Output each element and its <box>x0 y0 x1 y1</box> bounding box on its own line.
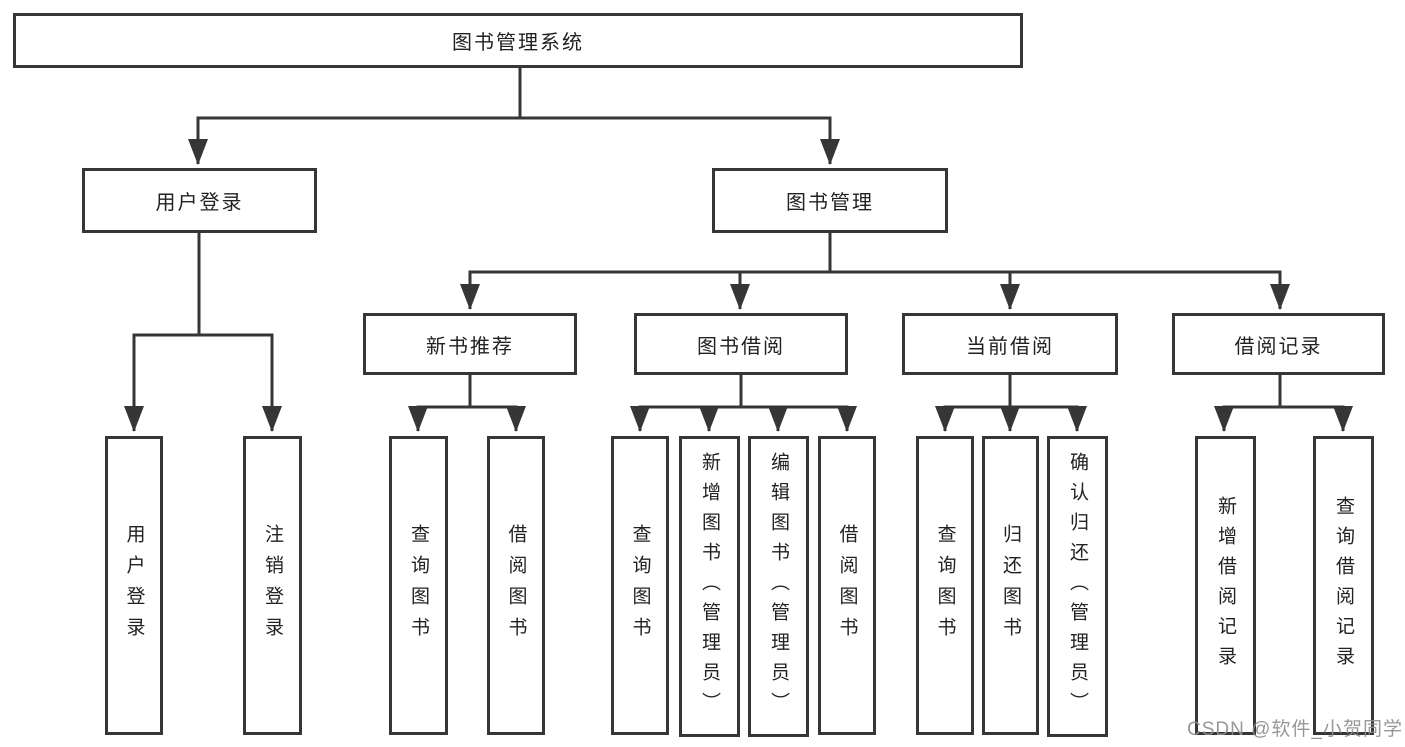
leaf-return-books-label: 归还图书 <box>1000 523 1021 648</box>
leaf-confirm-return-admin-label: 确认归还（管理员） <box>1067 451 1088 722</box>
leaf-user-login: 用户登录 <box>105 436 163 735</box>
leaf-add-borrow-record: 新增借阅记录 <box>1195 436 1256 735</box>
leaf-user-login-label: 用户登录 <box>123 523 145 648</box>
node-book-borrowing: 图书借阅 <box>634 313 848 375</box>
leaf-logout-login-label: 注销登录 <box>262 523 283 648</box>
leaf-borrow-books-borrowing-label: 借阅图书 <box>836 523 858 648</box>
leaf-query-books-borrowing-label: 查询图书 <box>629 523 651 648</box>
leaf-query-books-current-label: 查询图书 <box>934 523 956 648</box>
leaf-edit-book-admin: 编辑图书（管理员） <box>748 436 809 737</box>
leaf-add-borrow-record-label: 新增借阅记录 <box>1215 495 1236 676</box>
node-book-management-label: 图书管理 <box>786 192 874 214</box>
node-book-borrowing-label: 图书借阅 <box>697 335 785 358</box>
node-library-management-system: 图书管理系统 <box>13 13 1023 68</box>
leaf-query-books-recommend-label: 查询图书 <box>408 523 429 648</box>
leaf-query-books-current: 查询图书 <box>916 436 974 735</box>
connector-arrows <box>124 118 1353 432</box>
leaf-query-books-recommend: 查询图书 <box>389 436 448 735</box>
node-borrowing-records: 借阅记录 <box>1172 313 1385 375</box>
leaf-borrow-books-recommend-label: 借阅图书 <box>505 523 527 648</box>
node-new-book-recommendation-label: 新书推荐 <box>426 335 514 358</box>
leaf-query-borrow-record: 查询借阅记录 <box>1313 436 1374 735</box>
leaf-add-book-admin-label: 新增图书（管理员） <box>699 451 720 722</box>
leaf-add-book-admin: 新增图书（管理员） <box>679 436 740 737</box>
leaf-logout-login: 注销登录 <box>243 436 302 735</box>
node-new-book-recommendation: 新书推荐 <box>363 313 577 375</box>
leaf-edit-book-admin-label: 编辑图书（管理员） <box>768 451 789 722</box>
leaf-borrow-books-borrowing: 借阅图书 <box>818 436 876 735</box>
node-library-management-system-label: 图书管理系统 <box>452 32 584 54</box>
node-user-login-label: 用户登录 <box>155 192 244 214</box>
node-current-borrowing: 当前借阅 <box>902 313 1118 375</box>
leaf-query-borrow-record-label: 查询借阅记录 <box>1333 495 1354 676</box>
node-borrowing-records-label: 借阅记录 <box>1234 335 1323 358</box>
leaf-return-books: 归还图书 <box>982 436 1039 735</box>
node-user-login: 用户登录 <box>82 168 317 233</box>
node-current-borrowing-label: 当前借阅 <box>966 335 1054 358</box>
node-book-management: 图书管理 <box>712 168 948 233</box>
leaf-confirm-return-admin: 确认归还（管理员） <box>1047 436 1108 737</box>
leaf-borrow-books-recommend: 借阅图书 <box>487 436 545 735</box>
watermark: CSDN @软件_小贺同学 <box>1187 719 1403 740</box>
leaf-query-books-borrowing: 查询图书 <box>611 436 669 735</box>
